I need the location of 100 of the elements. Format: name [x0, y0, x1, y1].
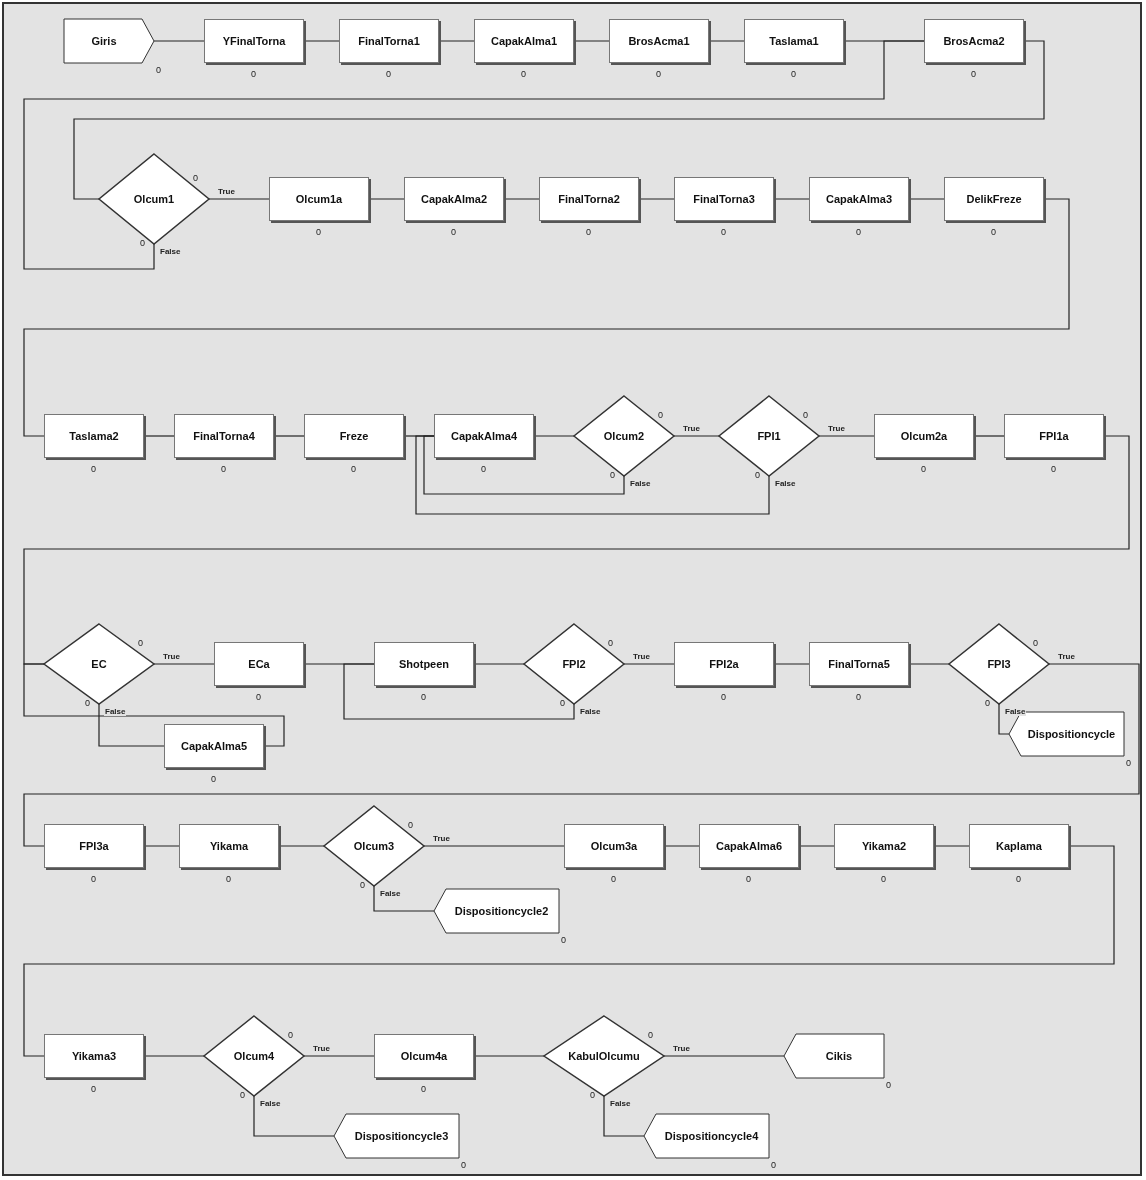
edge-label: True [432, 834, 451, 843]
counter-label: 0 [586, 227, 591, 237]
process-box [744, 19, 844, 63]
counter-label: 0 [256, 692, 261, 702]
connector-line [773, 663, 810, 665]
edge-label: True [217, 187, 236, 196]
counter-label: 0 [1051, 464, 1056, 474]
counter-label: 0 [451, 227, 456, 237]
edge-label: True [632, 652, 651, 661]
connector-line [473, 663, 525, 665]
counter-label: 0 [226, 874, 231, 884]
process-box [204, 19, 304, 63]
process-box [809, 177, 909, 221]
connector-line [368, 198, 405, 200]
node-label: FPI1 [756, 430, 782, 442]
decision-diamond [44, 624, 154, 704]
process-box [874, 414, 974, 458]
node-label: FPI2 [561, 658, 587, 670]
dispose-box [1009, 712, 1124, 756]
node-label: Olcum3a [589, 840, 639, 852]
counter-label: 0 [791, 69, 796, 79]
connector-line [933, 845, 970, 847]
decision-diamond [524, 624, 624, 704]
node-label: FPI1a [1038, 430, 1070, 442]
dispose-box [434, 889, 559, 933]
counter-label: 0 [608, 638, 613, 648]
counter-label: 0 [240, 1090, 245, 1100]
counter-label: 0 [521, 69, 526, 79]
process-box [564, 824, 664, 868]
process-box [179, 824, 279, 868]
counter-label: 0 [461, 1160, 466, 1170]
node-label: Olcum4a [399, 1050, 449, 1062]
node-label: Olcum1a [294, 193, 344, 205]
connector-line [423, 845, 565, 847]
edge-label: True [682, 424, 701, 433]
process-box [834, 824, 934, 868]
connector-line [23, 198, 1070, 437]
dispose-box [644, 1114, 769, 1158]
process-box [434, 414, 534, 458]
counter-label: 0 [138, 638, 143, 648]
counter-label: 0 [251, 69, 256, 79]
counter-label: 0 [611, 874, 616, 884]
counter-label: 0 [721, 227, 726, 237]
node-label: Shotpeen [397, 658, 451, 670]
node-label: Giris [90, 35, 118, 47]
counter-label: 0 [656, 69, 661, 79]
counter-label: 0 [856, 227, 861, 237]
counter-label: 0 [421, 1084, 426, 1094]
node-label: Dispositioncycle [1026, 728, 1117, 740]
node-label: FinalTorna4 [192, 430, 256, 442]
connector-line [143, 1055, 205, 1057]
connector-line [663, 845, 700, 847]
connector-line [423, 435, 625, 495]
connector-line [373, 885, 435, 912]
connector-line [23, 663, 1140, 847]
edge-label: False [159, 247, 182, 256]
counter-label: 0 [386, 69, 391, 79]
node-label: CapakAlma5 [179, 740, 248, 752]
node-label: DelikFreze [965, 193, 1023, 205]
counter-label: 0 [921, 464, 926, 474]
node-label: Freze [338, 430, 370, 442]
connector-line [818, 435, 875, 437]
node-label: Yikama3 [70, 1050, 118, 1062]
counter-label: 0 [221, 464, 226, 474]
edge-label: False [609, 1099, 632, 1108]
node-label: CapakAlma1 [489, 35, 558, 47]
connector-line [98, 703, 165, 747]
decision-diamond [99, 154, 209, 244]
connector-line [908, 663, 950, 665]
counter-label: 0 [721, 692, 726, 702]
process-box [269, 177, 369, 221]
decision-diamond [574, 396, 674, 476]
node-label: BrosAcma2 [942, 35, 1006, 47]
connector-line [23, 845, 1115, 1057]
counter-label: 0 [971, 69, 976, 79]
counter-label: 0 [746, 874, 751, 884]
edge-label: False [379, 889, 402, 898]
connector-line [533, 435, 575, 437]
node-label: FinalTorna2 [557, 193, 621, 205]
counter-label: 0 [140, 238, 145, 248]
edge-label: True [312, 1044, 331, 1053]
process-box [304, 414, 404, 458]
node-label: YFinalTorna [221, 35, 287, 47]
connector-line [773, 198, 810, 200]
connector-line [663, 1055, 785, 1057]
process-box [609, 19, 709, 63]
counter-label: 0 [481, 464, 486, 474]
connector-line [143, 845, 180, 847]
connector-line [153, 663, 215, 665]
counter-label: 0 [985, 698, 990, 708]
node-label: Olcum4 [232, 1050, 276, 1062]
counter-label: 0 [856, 692, 861, 702]
counter-label: 0 [755, 470, 760, 480]
counter-label: 0 [156, 65, 161, 75]
edge-label: False [259, 1099, 282, 1108]
counter-label: 0 [648, 1030, 653, 1040]
dispose-box [784, 1034, 884, 1078]
process-box [969, 824, 1069, 868]
connector-line [208, 198, 270, 200]
connector-line [573, 40, 610, 42]
